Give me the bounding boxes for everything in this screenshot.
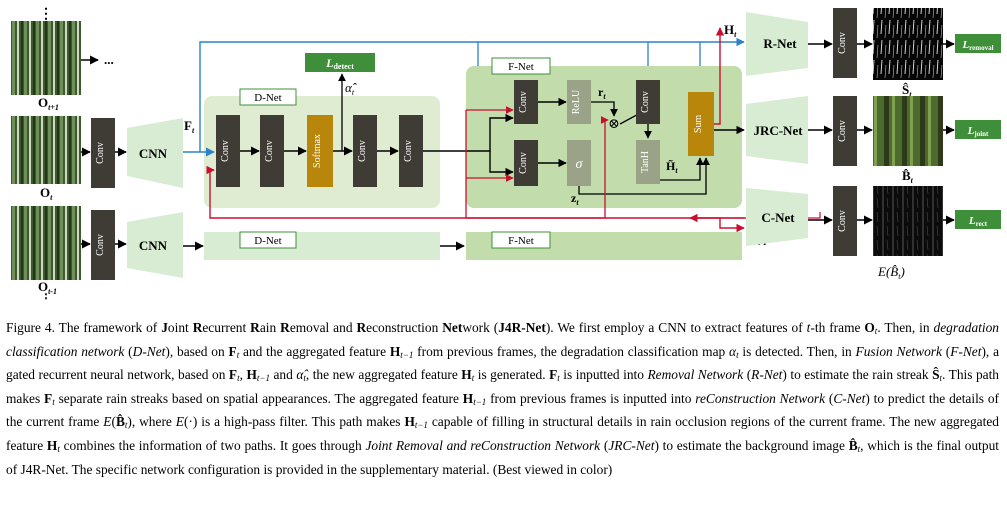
dnet-conv-4 [399, 115, 423, 187]
lower-fnet-title [491, 231, 551, 249]
fnet-title-box [491, 57, 551, 75]
svg-text:CNN: CNN [139, 238, 168, 253]
svg-text:Conv: Conv [640, 91, 651, 113]
ldetect-box [305, 53, 375, 72]
fnet-tanh [636, 140, 660, 184]
ellipsis-right: ... [104, 52, 114, 67]
dnet-conv-1 [216, 115, 240, 187]
svg-text:F-Net: F-Net [508, 61, 534, 73]
s-hat-label: Ŝt [902, 82, 912, 99]
svg-text:Ljoint: Ljoint [967, 125, 989, 138]
conv-block-top [91, 118, 115, 188]
lower-dnet-title [239, 231, 297, 249]
detail-image [873, 186, 943, 256]
fnet-relu [567, 80, 591, 124]
svg-text:Conv: Conv [357, 140, 368, 162]
svg-text:σ: σ [576, 157, 584, 172]
svg-text:Sum: Sum [693, 115, 704, 134]
svg-text:JRC-Net: JRC-Net [753, 123, 803, 138]
jrcnet-conv [833, 96, 857, 166]
dnet-conv-2 [260, 115, 284, 187]
conv-block-bottom [91, 210, 115, 280]
ft-label: Ft [184, 118, 195, 135]
ellipsis-bottom: ⋮ [40, 291, 52, 300]
z-label: zt [571, 191, 579, 207]
cnet-block [746, 188, 808, 246]
dnet-conv-3 [353, 115, 377, 187]
jrcnet-block [746, 96, 808, 164]
svg-text:Conv: Conv [837, 32, 848, 54]
svg-text:ReLU: ReLU [571, 89, 582, 114]
svg-text:Conv: Conv [837, 210, 848, 232]
ellipsis-top: ⋮ [39, 7, 53, 22]
svg-text:Conv: Conv [220, 140, 231, 162]
b-hat-label: B̂t [902, 168, 914, 185]
fnet-conv-r [514, 80, 538, 124]
l-removal-box [955, 34, 1001, 53]
ht-label: Ht [724, 22, 737, 39]
htilde-label: H̃t [666, 159, 678, 175]
cnet-conv [833, 186, 857, 256]
svg-text:C-Net: C-Net [761, 210, 795, 225]
svg-text:D-Net: D-Net [254, 92, 282, 104]
background-image [873, 96, 943, 166]
fnet-conv-h [636, 80, 660, 124]
fnet-conv-z [514, 140, 538, 186]
dnet-title-box [239, 88, 297, 106]
cnn-top [127, 118, 183, 188]
svg-text:Lrect: Lrect [968, 215, 988, 228]
frame-prev-label: Ot-1 [38, 279, 57, 296]
svg-text:Conv: Conv [837, 120, 848, 142]
frame-current-image [11, 116, 81, 184]
e-b-hat-label: E(B̂t) [877, 264, 905, 281]
alpha-label: α̂t [345, 80, 357, 97]
rnet-conv [833, 8, 857, 78]
svg-text:Ldetect: Ldetect [325, 56, 354, 71]
framework-diagram: ⋮ ... Ot+1 Ot Ot-1 ⋮ Conv CNN Ft Conv CN… [11, 7, 1001, 300]
svg-text:Softmax: Softmax [312, 134, 323, 168]
svg-text:R-Net: R-Net [763, 36, 797, 51]
svg-text:Conv: Conv [518, 91, 529, 113]
dnet-softmax [307, 115, 333, 187]
l-joint-box [955, 120, 1001, 139]
cnn-bottom [127, 212, 183, 278]
figure-caption: Figure 4. The framework of Joint Recurre… [6, 320, 1000, 477]
svg-text:Lremoval: Lremoval [961, 39, 993, 52]
svg-text:Conv: Conv [264, 140, 275, 162]
svg-text:D-Net: D-Net [254, 235, 282, 247]
fnet-sigma [567, 140, 591, 186]
svg-text:Conv: Conv [518, 152, 529, 174]
frame-next-label: Ot+1 [38, 95, 59, 112]
l-rect-box [955, 210, 1001, 229]
svg-text:Conv: Conv [95, 142, 106, 164]
svg-text:CNN: CNN [139, 146, 168, 161]
frame-next-image [11, 21, 81, 95]
rnet-block [746, 12, 808, 76]
svg-text:Conv: Conv [403, 140, 414, 162]
frame-current-label: Ot [40, 185, 53, 202]
svg-text:Conv: Conv [95, 234, 106, 256]
r-label: rt [598, 85, 606, 101]
svg-text:F-Net: F-Net [508, 235, 534, 247]
rain-streak-image [873, 8, 943, 80]
fnet-sum [688, 92, 714, 156]
mult-op: ⊗ [608, 117, 620, 132]
svg-text:TanH: TanH [640, 151, 651, 173]
frame-prev-image [11, 206, 81, 280]
lower-dnet-bar [204, 232, 440, 260]
